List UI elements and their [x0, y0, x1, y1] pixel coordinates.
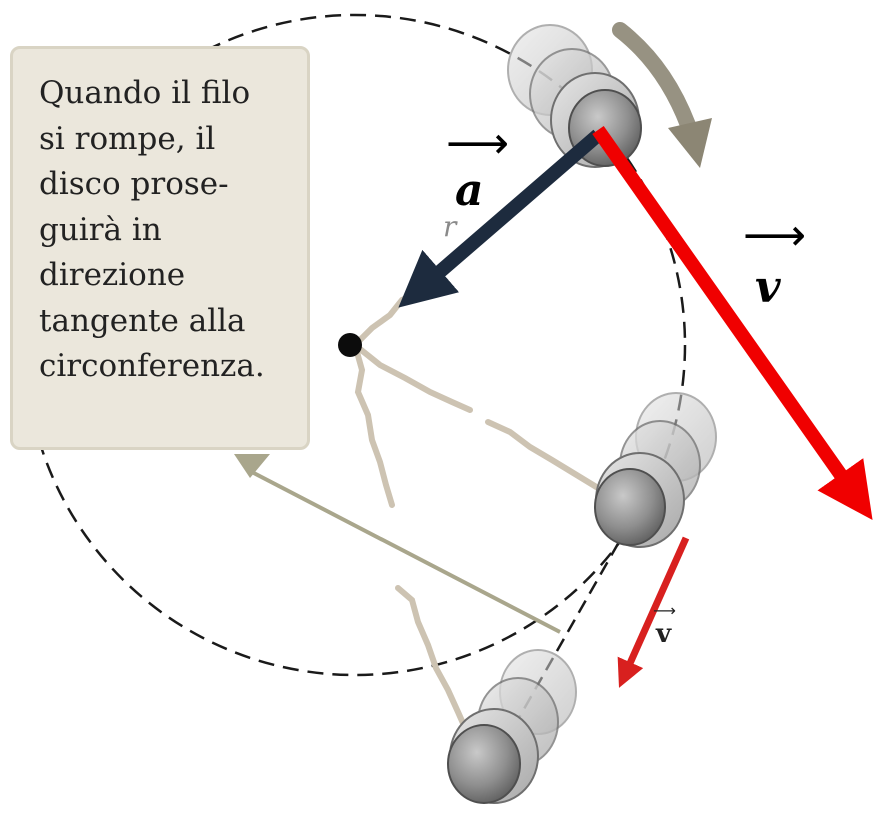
curved-rotation-arrowhead	[668, 118, 712, 168]
acceleration-arrow-symbol: ⟶	[446, 118, 509, 169]
velocity-arrow-symbol: ⟶	[743, 210, 806, 261]
callout-pointer-tip	[234, 454, 270, 478]
small-velocity-vector	[617, 536, 690, 688]
string-to-middle-disk-b	[485, 419, 601, 491]
string-top	[352, 289, 421, 348]
puck-disk-top	[507, 24, 642, 168]
acceleration-label: a	[455, 165, 484, 216]
string-to-middle-disk-a	[352, 342, 473, 413]
curved-rotation-arrow	[612, 22, 696, 133]
callout-pointer-line	[247, 468, 561, 634]
small-velocity-label: v	[655, 619, 672, 649]
acceleration-vector	[398, 129, 603, 308]
puck-disk-middle	[594, 392, 717, 548]
callout-text: Quando il filo si rompe, il disco prose-…	[39, 75, 265, 384]
string-broken-lower	[395, 585, 469, 733]
small-velocity-arrow-symbol: ⟶	[653, 601, 676, 620]
radius-label: r	[443, 210, 458, 243]
puck-disk-bottom	[447, 649, 577, 804]
callout-box: Quando il filo si rompe, il disco prose-…	[10, 46, 310, 450]
pivot-dot	[338, 333, 362, 357]
velocity-label: v	[755, 262, 781, 313]
string-broken-left	[352, 342, 395, 508]
velocity-vector	[592, 125, 873, 521]
